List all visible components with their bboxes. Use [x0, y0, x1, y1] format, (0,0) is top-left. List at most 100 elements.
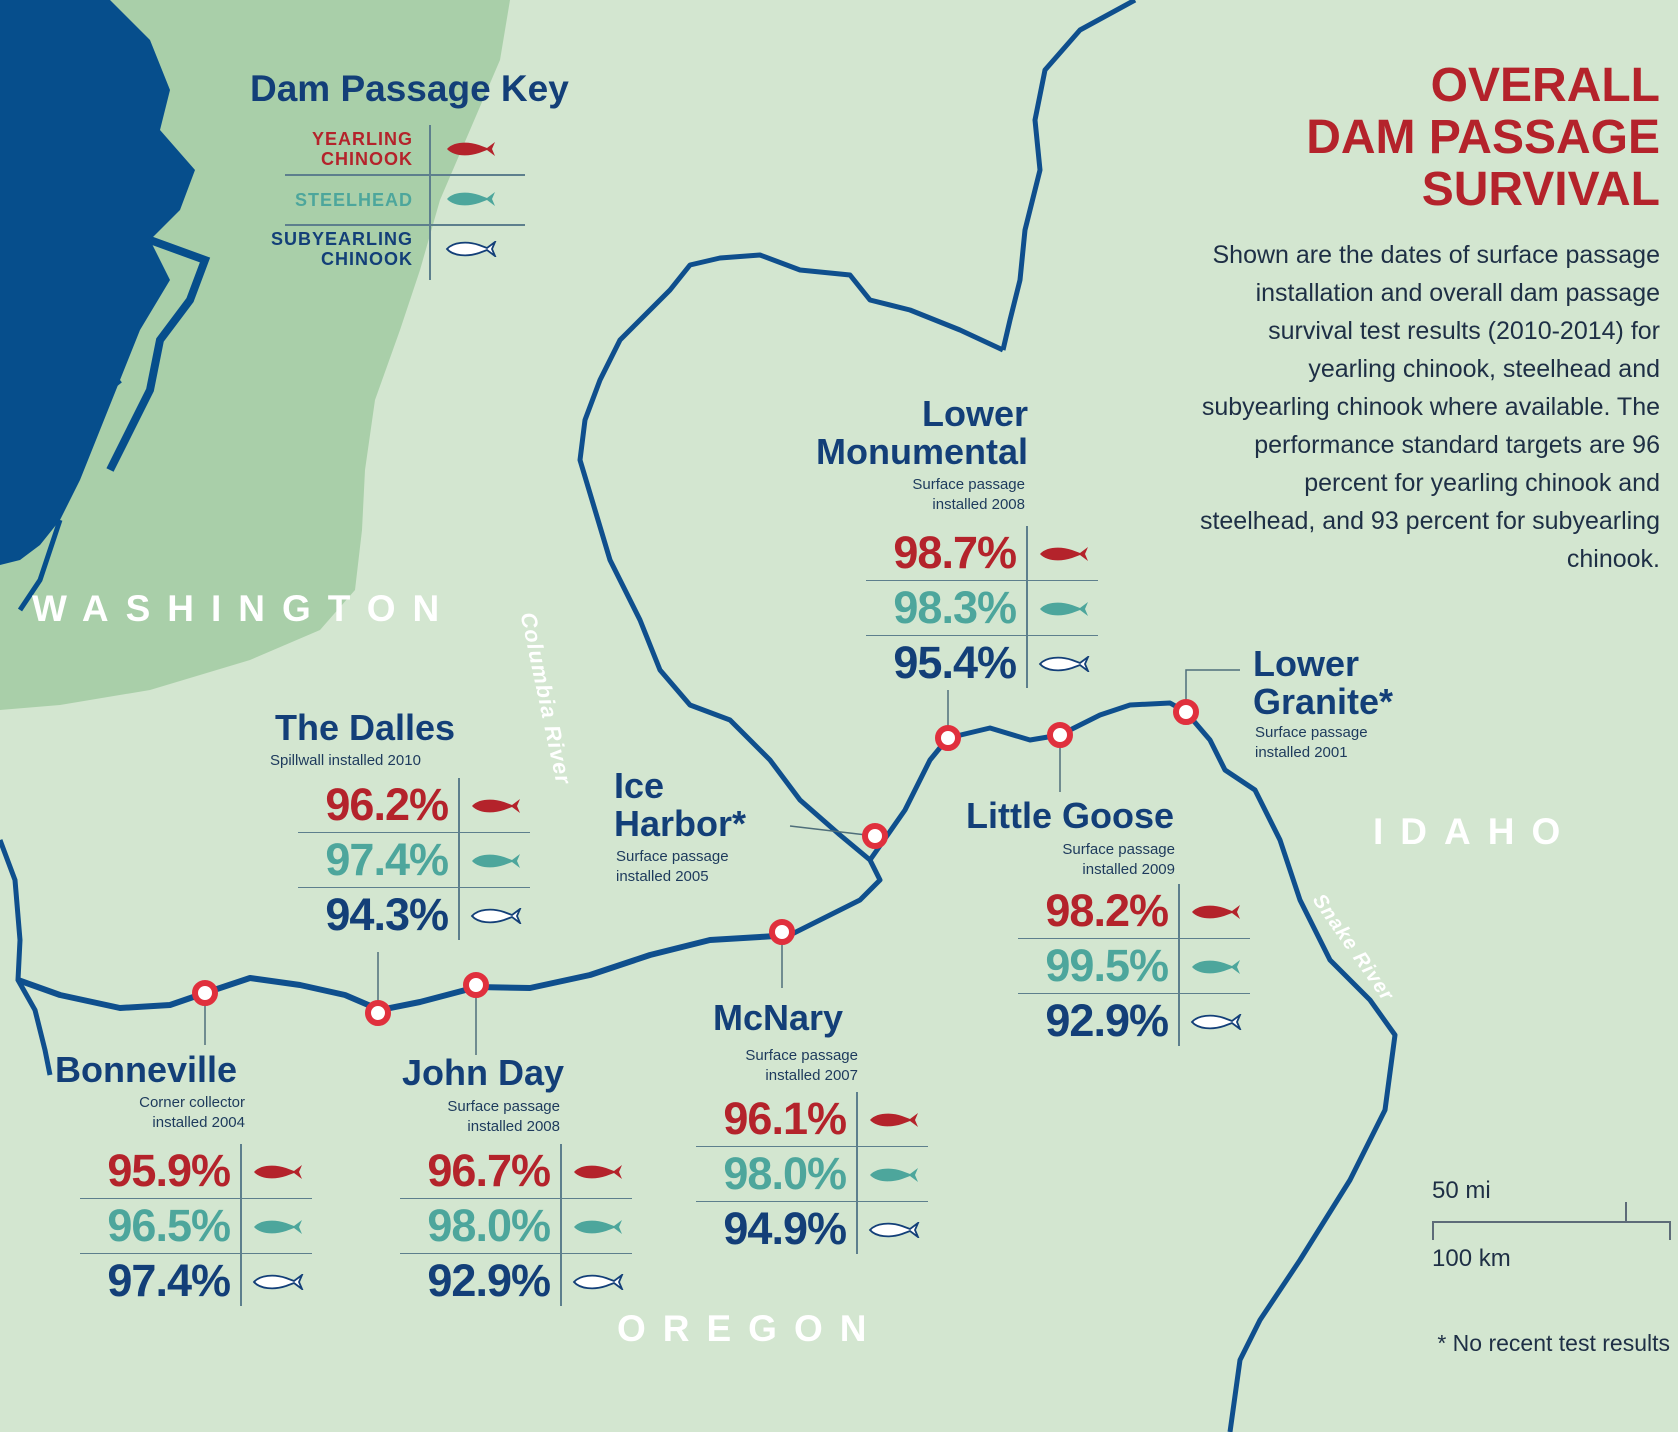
dam-marker-icon[interactable] [1173, 699, 1199, 725]
puget-sound-inlet [27, 377, 122, 502]
stat-value-steelhead: 96.5% [107, 1200, 231, 1251]
stat-row-steelhead: 97.4% [298, 832, 530, 887]
key-title: Dam Passage Key [250, 68, 569, 109]
key-divider [285, 224, 525, 226]
stat-row-subyearling: 95.4% [866, 635, 1098, 690]
key-label-yearling-2: CHINOOK [321, 149, 413, 169]
stat-value-steelhead: 97.4% [325, 834, 449, 885]
fish-outline-icon [1190, 1014, 1242, 1030]
dam-name-john-day: John Day [402, 1052, 565, 1093]
stat-value-yearling: 96.1% [723, 1093, 847, 1144]
dam-marker-icon[interactable] [463, 972, 489, 998]
stat-value-subyearling: 95.4% [893, 637, 1017, 688]
puget-sound-water [0, 0, 195, 565]
dam-marker-icon[interactable] [769, 919, 795, 945]
snake-river [867, 700, 1398, 1432]
dam-note-line: Surface passage [447, 1098, 560, 1115]
stat-row-yearling: 95.9% [80, 1144, 312, 1198]
dam-note-ice-harbor: Surface passage installed 2005 [616, 847, 729, 887]
dam-stats-john-day: 96.7% 98.0% 92.9% [400, 1144, 632, 1308]
stat-value-yearling: 95.9% [107, 1145, 231, 1196]
fish-outline-icon [470, 908, 522, 924]
state-label-washington: WASHINGTON [32, 588, 457, 629]
fish-outline-icon [572, 1274, 624, 1290]
title-line-2: DAM PASSAGE [1306, 111, 1660, 164]
key-divider [429, 125, 431, 280]
stat-row-steelhead: 99.5% [1018, 938, 1250, 993]
footnote: * No recent test results [1437, 1330, 1670, 1356]
stat-row-steelhead: 98.0% [696, 1146, 928, 1201]
dam-note-the-dalles: Spillwall installed 2010 [270, 752, 421, 769]
fish-icon [1038, 601, 1090, 617]
dam-note-line: installed 2007 [765, 1067, 858, 1084]
fish-icon [868, 1167, 920, 1183]
dam-name-little-goose: Little Goose [966, 795, 1175, 836]
columbia-river-west [0, 839, 53, 1076]
stats-divider [240, 1144, 242, 1306]
key-label-steelhead: STEELHEAD [294, 190, 413, 210]
stat-value-subyearling: 97.4% [107, 1255, 231, 1306]
dam-stats-the-dalles: 96.2% 97.4% 94.3% [298, 778, 530, 942]
stat-value-yearling: 98.2% [1045, 885, 1169, 936]
dam-note-mcnary: Surface passage installed 2007 [680, 1046, 858, 1086]
dam-stats-bonneville: 95.9% 96.5% 97.4% [80, 1144, 312, 1308]
stat-value-subyearling: 92.9% [1045, 995, 1169, 1046]
dam-note-line: installed 2001 [1255, 744, 1348, 761]
stat-row-yearling: 96.1% [696, 1092, 928, 1146]
dam-note-line: Corner collector [139, 1094, 245, 1111]
dam-stats-lower-monumental: 98.7% 98.3% 95.4% [866, 526, 1098, 690]
stats-divider [1026, 526, 1028, 688]
stats-divider [1178, 884, 1180, 1046]
dam-note-line: installed 2008 [932, 496, 1025, 513]
stat-value-yearling: 98.7% [893, 527, 1017, 578]
dam-note-john-day: Surface passage installed 2008 [380, 1097, 560, 1137]
stat-row-subyearling: 92.9% [1018, 993, 1250, 1048]
stat-value-yearling: 96.2% [325, 779, 449, 830]
stat-row-yearling: 96.7% [400, 1144, 632, 1198]
dam-name-lower-monumental: Lower Monumental [760, 395, 1028, 471]
dam-marker-icon[interactable] [1047, 722, 1073, 748]
dam-marker-icon[interactable] [192, 980, 218, 1006]
lower-granite-leader [1185, 669, 1240, 712]
fish-icon [252, 1164, 304, 1180]
dam-name-ice-harbor: Ice Harbor* [614, 767, 746, 843]
fish-icon [470, 853, 522, 869]
dam-marker-icon[interactable] [862, 823, 888, 849]
dam-name-lower-granite: Lower Granite* [1253, 645, 1393, 721]
dam-name-the-dalles: The Dalles [275, 707, 456, 748]
stat-row-subyearling: 97.4% [80, 1253, 312, 1308]
dam-name-line: Ice [614, 765, 665, 806]
dam-note-line: installed 2004 [152, 1114, 245, 1131]
stat-value-steelhead: 98.0% [723, 1148, 847, 1199]
fish-outline-icon [868, 1222, 920, 1238]
key-label-subyearling-2: CHINOOK [321, 249, 413, 269]
fish-icon [445, 191, 497, 207]
dam-name-line: Granite* [1253, 681, 1394, 722]
stat-value-steelhead: 99.5% [1045, 940, 1169, 991]
dam-note-line: installed 2005 [616, 868, 709, 885]
dam-note-line: Surface passage [912, 476, 1025, 493]
columbia-river-lower [16, 932, 791, 1013]
dam-note-little-goose: Surface passage installed 2009 [990, 840, 1175, 880]
title-line-1: OVERALL [1430, 59, 1660, 112]
scale-bar [1432, 1221, 1671, 1240]
dam-name-line: Monumental [816, 431, 1028, 472]
dam-marker-icon[interactable] [935, 725, 961, 751]
fish-outline-icon [252, 1274, 304, 1290]
stats-divider [856, 1092, 858, 1254]
dam-marker-icon[interactable] [365, 1000, 391, 1026]
dam-stats-little-goose: 98.2% 99.5% 92.9% [1018, 884, 1250, 1048]
stat-row-steelhead: 96.5% [80, 1198, 312, 1253]
stat-row-yearling: 98.7% [866, 526, 1098, 580]
stat-row-steelhead: 98.0% [400, 1198, 632, 1253]
fish-icon [572, 1164, 624, 1180]
dam-stats-mcnary: 96.1% 98.0% 94.9% [696, 1092, 928, 1256]
stat-row-subyearling: 94.9% [696, 1201, 928, 1256]
stat-value-steelhead: 98.0% [427, 1200, 551, 1251]
stat-value-steelhead: 98.3% [893, 582, 1017, 633]
state-label-idaho: IDAHO [1373, 811, 1578, 852]
